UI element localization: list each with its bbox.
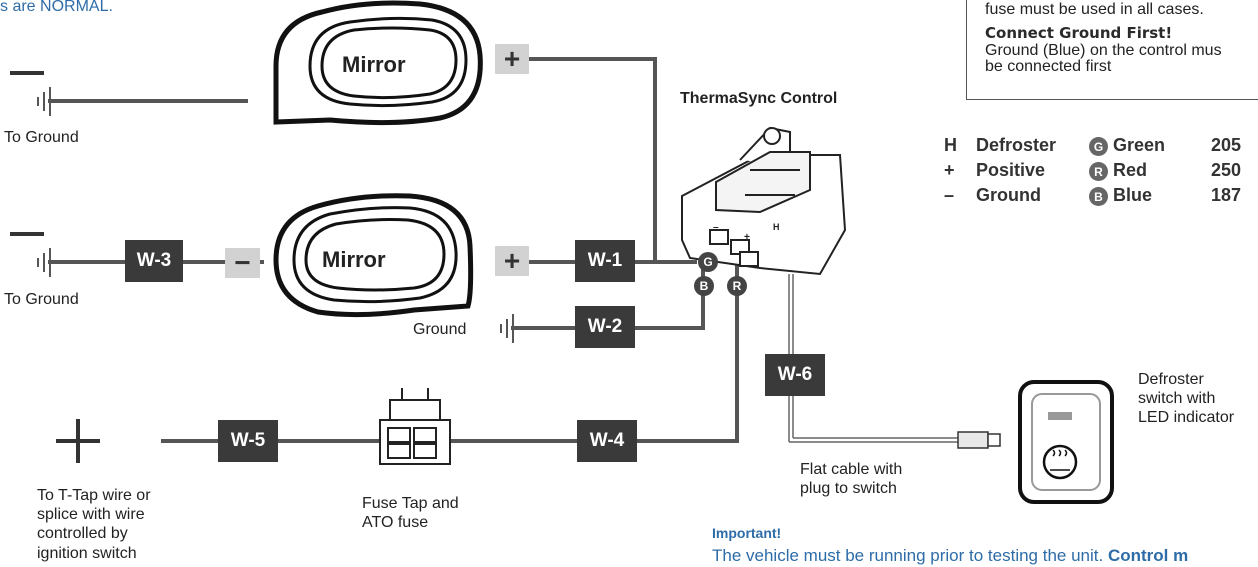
legend-name-ground: Ground [976, 185, 1041, 205]
legend-key-h: H [944, 135, 957, 155]
control-plus-label: + [744, 232, 750, 243]
mirror-1-label: Mirror [342, 52, 406, 77]
legend-name-defroster: Defroster [976, 135, 1057, 155]
legend-color-green: Green [1113, 135, 1166, 155]
wire-label-w1: W-1 [575, 240, 635, 282]
important-text: The vehicle must be running prior to tes… [712, 546, 1108, 565]
control-title: ThermaSync Control [680, 90, 838, 107]
connector-b: B [694, 276, 714, 296]
important-text-row: The vehicle must be running prior to tes… [712, 546, 1188, 566]
flat-cable-line2: plug to switch [800, 480, 897, 497]
legend-key-minus: – [944, 185, 955, 205]
legend-code-205: 205 [1211, 135, 1242, 155]
plus-source-line3: controlled by [37, 525, 128, 542]
defroster-line3: LED indicator [1138, 409, 1235, 426]
wire-label-w4: W-4 [577, 420, 637, 462]
control-module [681, 126, 847, 276]
plus-source-line2: splice with wire [37, 506, 145, 523]
mirror-2-shape [273, 193, 474, 318]
legend-color-blue: Blue [1113, 185, 1153, 205]
control-minus-label: – [713, 222, 719, 233]
defroster-switch-shape [1018, 380, 1114, 504]
notice-body-2: be connected first [985, 58, 1112, 75]
defroster-line2: switch with [1138, 390, 1216, 407]
wire-label-w2: W-2 [575, 306, 635, 348]
cable-plug [957, 431, 1001, 449]
mirror2-plus-sign: + [495, 246, 529, 276]
legend-name-positive: Positive [976, 160, 1046, 180]
ground-text: Ground [413, 321, 467, 338]
legend-dot-r: R [1089, 162, 1108, 181]
wire-label-w6: W-6 [765, 354, 825, 396]
notice-box: fuse must be used in all cases. Connect … [966, 0, 1258, 100]
fuse-tap-shape [379, 388, 451, 465]
fuse-line1: Fuse Tap and [362, 495, 459, 512]
mirror1-plus-sign: + [495, 44, 529, 74]
notice-body-1: Ground (Blue) on the control mus [985, 42, 1222, 59]
top-note: s are NORMAL. [0, 0, 113, 15]
plus-source-line4: ignition switch [37, 545, 137, 562]
plus-source-line1: To T-Tap wire or [37, 487, 151, 504]
fuse-line2: ATO fuse [362, 514, 429, 531]
wire-label-w3: W-3 [125, 240, 183, 282]
legend-code-187: 187 [1211, 185, 1242, 205]
important-bold: Control m [1107, 546, 1189, 565]
connector-r: R [727, 276, 747, 296]
mirror-1-shape [273, 0, 483, 126]
connector-g: G [698, 252, 718, 272]
legend-key-plus: + [944, 160, 955, 180]
defroster-line1: Defroster [1138, 371, 1204, 388]
mirror2-minus-sign: − [225, 248, 260, 278]
to-ground-label-1: To Ground [4, 129, 79, 146]
legend-dot-b: B [1089, 187, 1108, 206]
legend-dot-g: G [1089, 137, 1108, 156]
notice-heading: Connect Ground First! [985, 24, 1173, 42]
wire-label-w5: W-5 [218, 420, 278, 462]
mirror-2-label: Mirror [322, 247, 386, 272]
legend-code-250: 250 [1211, 160, 1242, 180]
control-h-label: H [773, 222, 780, 232]
fuse-note: fuse must be used in all cases. [985, 1, 1204, 18]
to-ground-label-2: To Ground [4, 291, 79, 308]
flat-cable-line1: Flat cable with [800, 461, 903, 478]
important-heading: Important! [712, 525, 782, 541]
legend-color-red: Red [1113, 160, 1148, 180]
